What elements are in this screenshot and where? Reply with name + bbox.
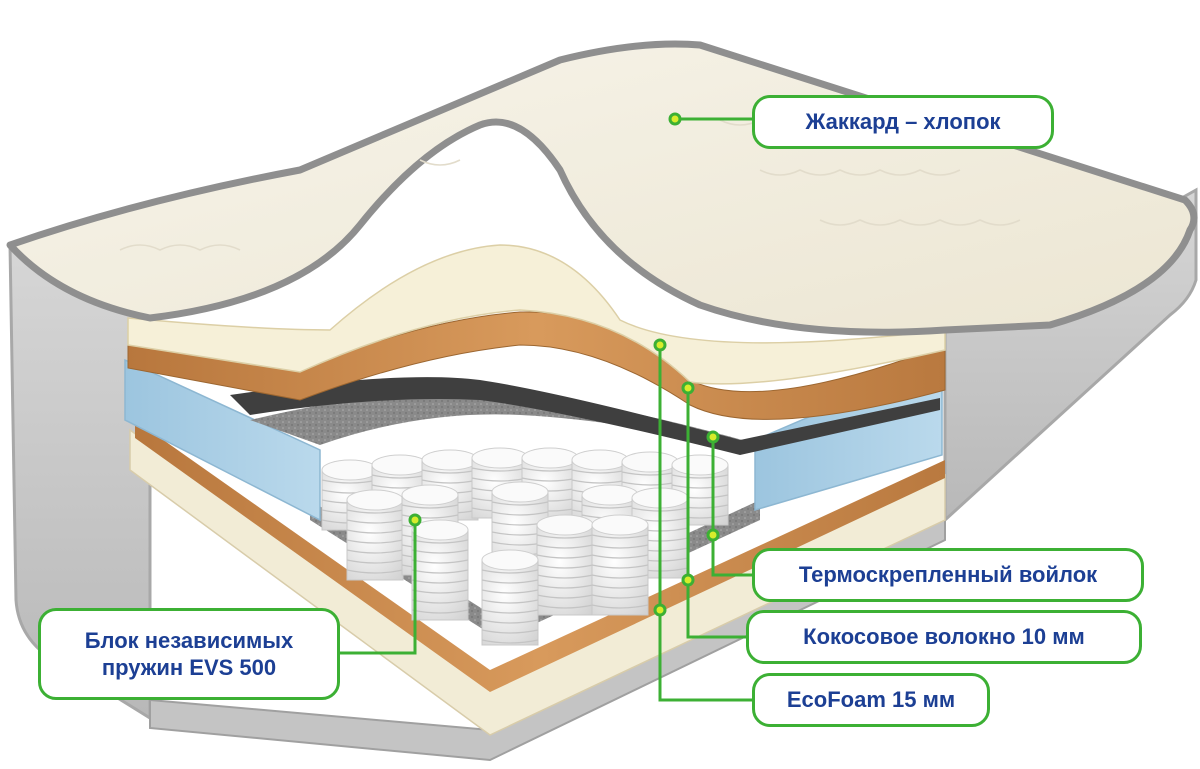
pocket-spring	[591, 514, 649, 616]
ecofoam-layer	[127, 244, 946, 385]
dot-coconut-bottom	[681, 573, 695, 587]
felt-top-layer	[230, 377, 940, 455]
dot-coconut-top	[681, 381, 695, 395]
label-thermal-felt: Термоскрепленный войлок	[752, 548, 1144, 602]
spring-block	[321, 447, 729, 646]
leader-springs	[340, 520, 417, 655]
label-spring-block: Блок независимых пружин EVS 500	[38, 608, 340, 700]
dot-felt-top	[706, 430, 720, 444]
label-jacquard-text: Жаккард – хлопок	[805, 109, 1001, 135]
pocket-spring	[536, 514, 594, 616]
dot-jacquard	[668, 112, 682, 126]
label-ecofoam-text: EcoFoam 15 мм	[786, 687, 956, 713]
leader-coconut	[686, 388, 746, 639]
dot-ecofoam-bottom	[653, 603, 667, 617]
cover-top	[6, 40, 1198, 336]
label-jacquard-cotton: Жаккард – хлопок	[752, 95, 1054, 149]
callout-dots	[408, 112, 720, 617]
callout-lines	[340, 117, 752, 702]
coconut-fibre-layer	[127, 311, 946, 420]
pocket-spring	[411, 519, 469, 621]
dot-ecofoam-top	[653, 338, 667, 352]
dot-felt-bottom	[706, 528, 720, 542]
leader-felt	[711, 437, 752, 577]
leader-ecofoam	[658, 345, 752, 702]
pocket-spring	[346, 489, 404, 581]
label-ecofoam: EcoFoam 15 мм	[752, 673, 990, 727]
felt-layer	[250, 390, 760, 450]
label-coconut-text: Кокосовое волокно 10 мм	[803, 624, 1085, 650]
label-spring-text: Блок независимых пружин EVS 500	[84, 627, 294, 681]
label-felt-text: Термоскрепленный войлок	[798, 562, 1098, 588]
label-coconut-fibre: Кокосовое волокно 10 мм	[746, 610, 1142, 664]
dot-springs	[408, 513, 422, 527]
pocket-spring	[481, 549, 539, 646]
